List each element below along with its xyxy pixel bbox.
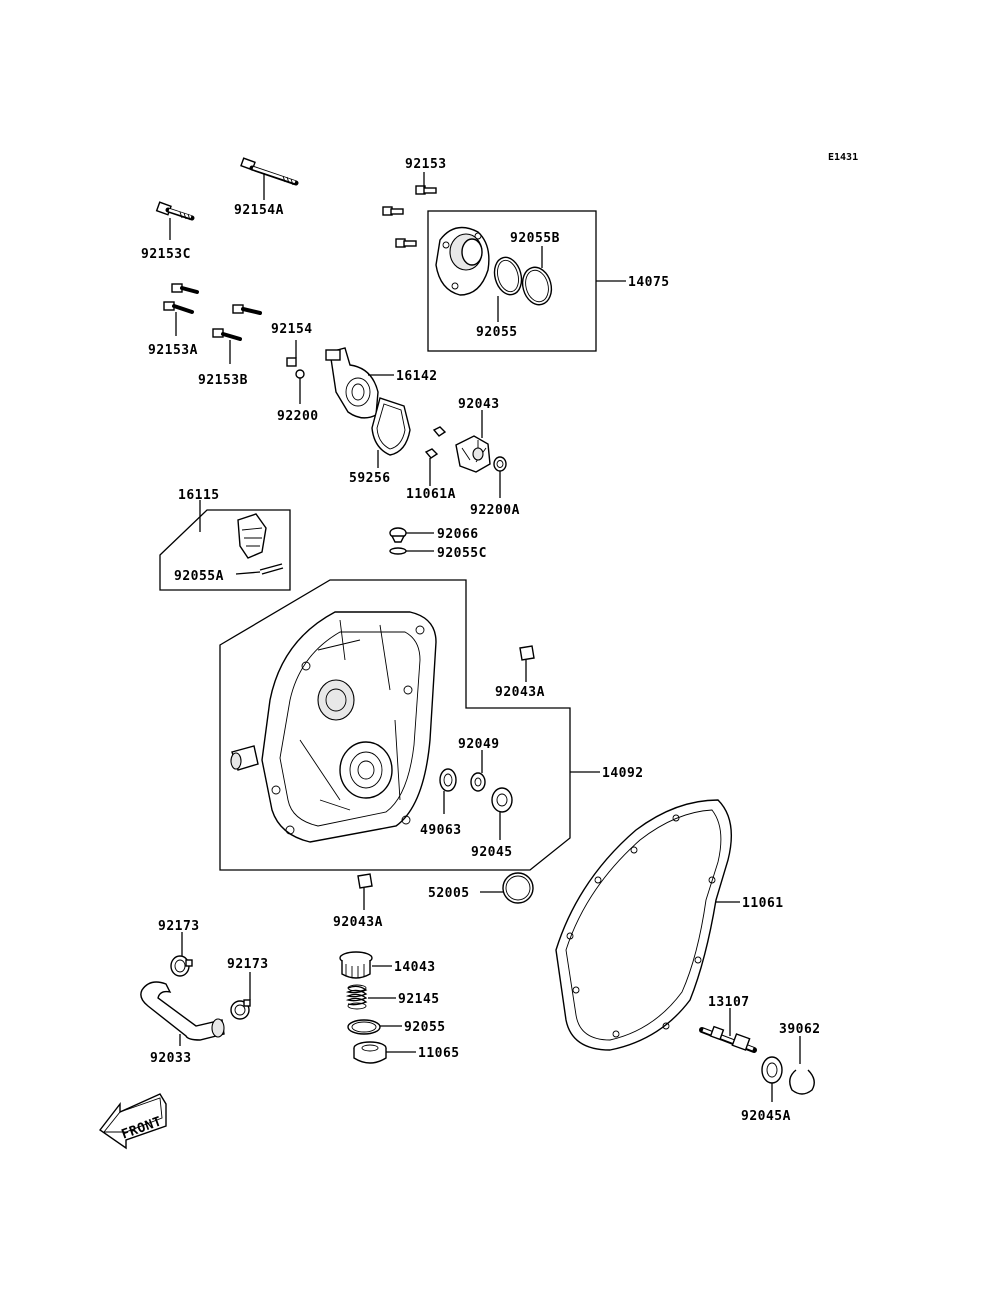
label-92200a[interactable]: 92200A: [470, 503, 520, 518]
label-11061[interactable]: 11061: [742, 896, 784, 911]
label-11065[interactable]: 11065: [418, 1046, 460, 1061]
front-arrow-icon: [98, 1093, 167, 1150]
bolt-92154-icon: [286, 357, 305, 379]
label-92043a-bottom[interactable]: 92043A: [333, 915, 383, 930]
pump-cover-icon: [435, 226, 490, 296]
o-ring-92055b-icon: [521, 266, 553, 306]
bolt-92153-icon: [382, 185, 437, 248]
washer-92049-icon: [470, 772, 486, 792]
label-14075[interactable]: 14075: [628, 275, 670, 290]
washer-92200a-icon: [493, 456, 507, 472]
label-92045a[interactable]: 92045A: [741, 1109, 791, 1124]
dowel-92043-icon: [424, 426, 447, 459]
impeller-59256-icon: [455, 435, 491, 473]
crankcase-cover-icon: [261, 611, 437, 843]
pipe-39062-icon: [140, 981, 225, 1041]
label-92066[interactable]: 92066: [437, 527, 479, 542]
label-92200[interactable]: 92200: [277, 409, 319, 424]
label-92153a[interactable]: 92153A: [148, 343, 198, 358]
label-13107[interactable]: 13107: [708, 995, 750, 1010]
label-59256[interactable]: 92043: [458, 397, 500, 412]
label-92153[interactable]: 92153: [405, 157, 447, 172]
spring-92145-icon: [345, 984, 368, 1010]
label-14043[interactable]: 14043: [394, 960, 436, 975]
label-52005[interactable]: 52005: [428, 886, 470, 901]
label-92043a-top[interactable]: 92043A: [495, 685, 545, 700]
label-92154[interactable]: 92154: [271, 322, 313, 337]
leader-92055a: [235, 571, 261, 575]
label-16115[interactable]: 16115: [178, 488, 220, 503]
plug-92066-icon: [389, 527, 407, 555]
label-92049[interactable]: 92049: [458, 737, 500, 752]
label-92153c[interactable]: 92153C: [141, 247, 191, 262]
label-92055c[interactable]: 92055C: [437, 546, 487, 561]
label-92055b[interactable]: 92055B: [510, 231, 560, 246]
dowel-92043a-top-icon: [519, 645, 535, 661]
pump-housing-16142-icon: [325, 347, 379, 419]
label-92055a[interactable]: 92055A: [174, 569, 224, 584]
o-ring-92055-icon: [493, 256, 523, 296]
bearing-92045a-icon: [761, 1056, 783, 1084]
label-11061a[interactable]: 59256: [349, 471, 391, 486]
bolt-92153c-icon: [155, 201, 195, 221]
label-92033[interactable]: 39062: [779, 1022, 821, 1037]
clamp-92173-a-icon: [170, 955, 193, 977]
bearing-92045-icon: [491, 787, 513, 813]
label-92173-b[interactable]: 92173: [227, 957, 269, 972]
label-92045[interactable]: 92045: [471, 845, 513, 860]
label-39062[interactable]: 92033: [150, 1051, 192, 1066]
label-92173-a[interactable]: 92173: [158, 919, 200, 934]
gasket-11061a-icon: [371, 397, 411, 456]
bolt-92154a-icon: [240, 157, 299, 186]
o-ring-92055-bottom-icon: [347, 1019, 381, 1035]
label-92153b[interactable]: 92153B: [198, 373, 248, 388]
box-14092: [219, 579, 571, 871]
circlip-92033-icon: [789, 1069, 815, 1095]
label-49063[interactable]: 49063: [420, 823, 462, 838]
cap-11065-icon: [353, 1041, 387, 1064]
seal-49063-icon: [439, 768, 457, 792]
strainer-14043-icon: [339, 951, 373, 979]
label-92154a[interactable]: 92154A: [234, 203, 284, 218]
plug-side-icon: [230, 745, 259, 771]
bolt-92153a-icon: [163, 283, 199, 314]
label-16142[interactable]: 16142: [396, 369, 438, 384]
label-14092[interactable]: 14092: [602, 766, 644, 781]
label-92055-bottom[interactable]: 92055: [404, 1020, 446, 1035]
label-92055[interactable]: 92055: [476, 325, 518, 340]
diagram-code: E1431: [828, 152, 858, 163]
gasket-11061-icon: [555, 799, 733, 1051]
thermostat-icon: [237, 513, 284, 575]
clamp-92173-b-icon: [230, 999, 251, 1020]
bolt-92153b-icon: [212, 304, 262, 341]
dowel-92043a-bottom-icon: [357, 873, 373, 889]
label-92145[interactable]: 92145: [398, 992, 440, 1007]
shaft-13107-icon: [699, 1025, 757, 1053]
label-92043[interactable]: 11061A: [406, 487, 456, 502]
o-ring-52005-icon: [502, 872, 534, 904]
box-16115: [159, 509, 291, 591]
